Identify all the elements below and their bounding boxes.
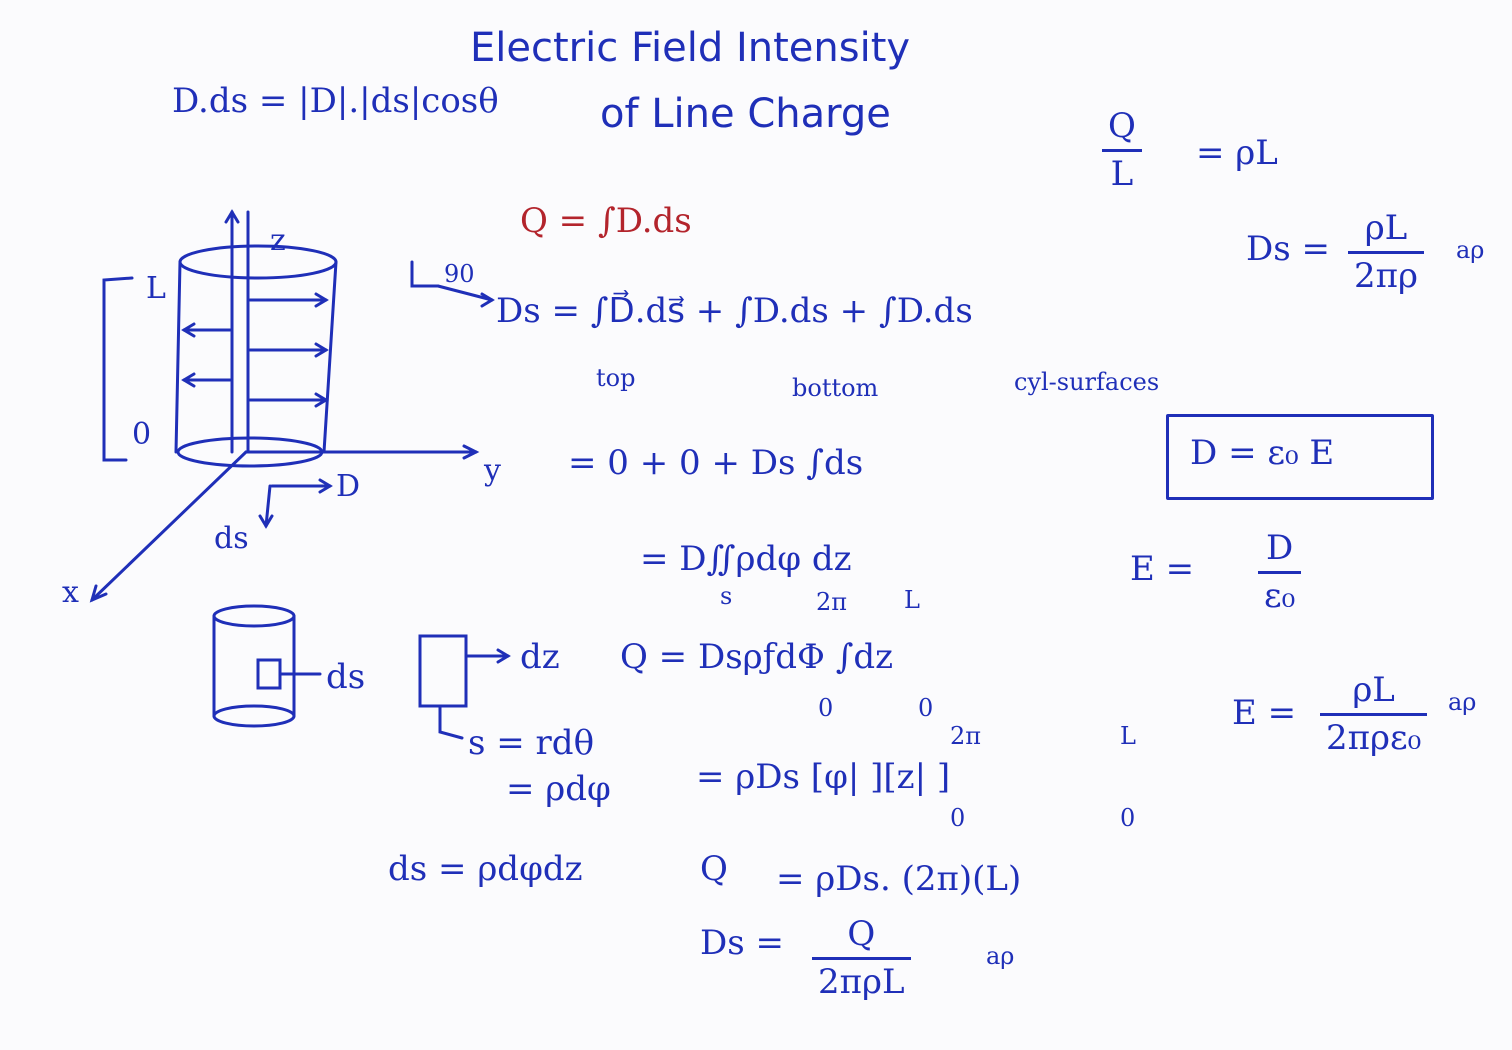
arc-length: s = rdθ	[468, 723, 595, 763]
label-top: top	[596, 364, 636, 392]
d-arrow-label: D	[336, 469, 360, 504]
step-3: = D∬ρdφ dz	[640, 539, 852, 579]
mark-L: L	[146, 271, 166, 306]
result-fraction: Q 2πρL	[812, 914, 911, 1003]
cyl-ds-label: ds	[326, 657, 366, 697]
step-5: = ρDs [φ| ][z| ]	[696, 757, 951, 797]
step-3-limit-s: s	[720, 582, 733, 610]
fraction-bar	[1258, 571, 1302, 575]
fraction-bar	[1102, 149, 1142, 153]
result-unit: aρ	[986, 942, 1015, 970]
result-den: 2πρL	[818, 962, 905, 1003]
dz-label: dz	[520, 637, 560, 677]
length-bracket	[102, 276, 134, 462]
step-5-lower-1: 0	[950, 804, 966, 832]
e-final-num: ρL	[1352, 670, 1395, 710]
dot-product-note: D.ds = |D|.|ds|cosθ	[172, 81, 499, 121]
ds-field-unit: aρ	[1456, 236, 1485, 264]
e-final-fraction: ρL 2πρε₀	[1320, 670, 1428, 759]
step-4: Q = DsρƒdΦ ∫dz	[620, 637, 894, 677]
ds-field-lhs: Ds =	[1246, 229, 1331, 269]
result-num: Q	[847, 914, 876, 954]
q-over-l-rhs: = ρL	[1196, 133, 1278, 173]
constitutive-box	[1166, 414, 1434, 500]
e-over-den: ε₀	[1264, 576, 1296, 617]
angle-mark: 90	[444, 260, 475, 288]
e-over-num: D	[1265, 528, 1294, 568]
e-final-den: 2πρε₀	[1326, 718, 1422, 759]
step-2: = 0 + 0 + Ds ∫ds	[568, 443, 864, 483]
axis-x-label: x	[62, 575, 79, 610]
result-lhs: Ds =	[700, 923, 785, 963]
fraction-bar	[812, 957, 911, 961]
fraction-bar	[1320, 713, 1428, 717]
step-5-upper-1: 2π	[950, 722, 982, 750]
ds-field-num: ρL	[1364, 208, 1408, 248]
q-over-l-num: Q	[1108, 106, 1136, 146]
q-label: Q	[700, 849, 728, 889]
ds-element: ds = ρdφdz	[388, 849, 583, 889]
step-5-lower-2: 0	[1120, 804, 1136, 832]
q-over-l-den: L	[1110, 154, 1134, 195]
cylinder-top	[178, 244, 338, 280]
step-6: = ρDs. (2π)(L)	[776, 859, 1022, 899]
mark-0: 0	[132, 417, 151, 452]
title-line-2: of Line Charge	[600, 91, 891, 137]
ds-arrow-label: ds	[214, 521, 249, 556]
step-3-limit-L: L	[904, 586, 920, 614]
step-3-limit-2pi: 2π	[816, 588, 848, 616]
flux-split: Ds = ∫D⃗.ds⃗ + ∫D.ds + ∫D.ds	[496, 291, 973, 331]
gauss-law: Q = ∫D.ds	[520, 201, 692, 241]
constitutive-relation: D = ε₀ E	[1190, 433, 1335, 473]
step-5-upper-2: L	[1120, 722, 1136, 750]
ds-field-den: 2πρ	[1354, 256, 1418, 297]
title-line-1: Electric Field Intensity	[470, 25, 911, 71]
ds-field-fraction: ρL 2πρ	[1348, 208, 1424, 297]
axis-y-label: y	[483, 453, 501, 488]
label-bottom: bottom	[792, 374, 879, 402]
fraction-bar	[1348, 251, 1424, 255]
axis-z-label: z	[270, 223, 286, 258]
arc-length-2: = ρdφ	[506, 769, 611, 809]
e-over-lhs: E =	[1130, 549, 1195, 589]
step-4-limit-b: 0	[918, 694, 934, 722]
step-4-limit-a: 0	[818, 694, 834, 722]
q-over-l-fraction: Q L	[1102, 106, 1142, 195]
e-over-fraction: D ε₀	[1258, 528, 1302, 617]
e-final-lhs: E =	[1232, 693, 1297, 733]
label-cyl: cyl-surfaces	[1014, 368, 1160, 396]
e-final-unit: aρ	[1448, 688, 1477, 716]
